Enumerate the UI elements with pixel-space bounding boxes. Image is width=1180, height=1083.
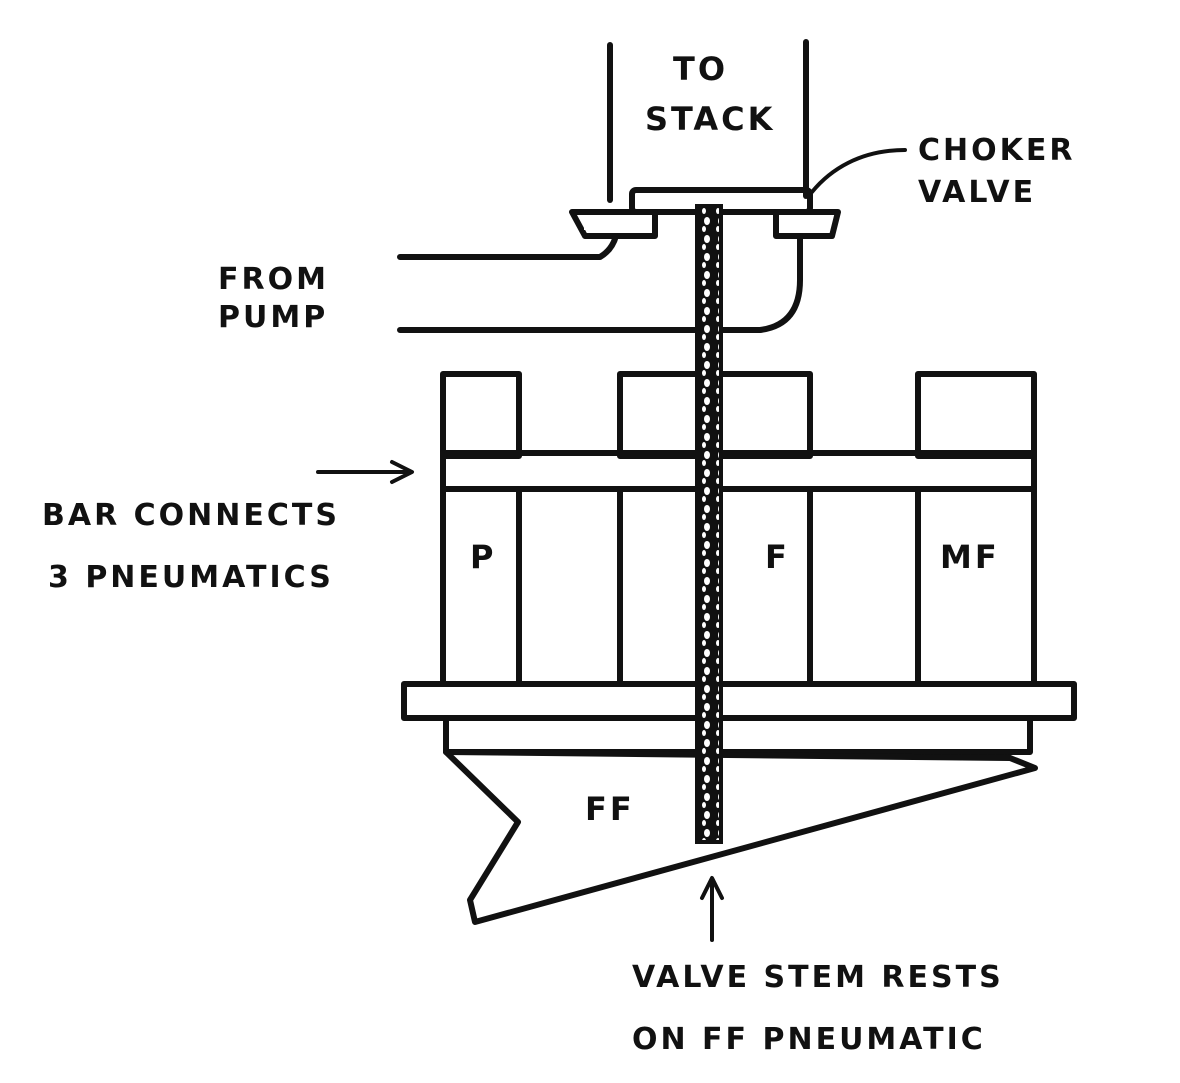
- choker-valve-label-2: VALVE: [918, 175, 1037, 210]
- pneumatic-bellows: [440, 486, 1037, 687]
- pneumatic-ff-label: FF: [585, 790, 635, 828]
- ff-pneumatic: [443, 715, 1038, 925]
- bar-pointer-arrow: [316, 460, 414, 484]
- stem-pointer-arrow: [700, 876, 724, 942]
- valve-stem-label: VALVE STEM RESTS: [632, 960, 1004, 995]
- to-stack-label: TO: [673, 50, 729, 88]
- valve-stem: [695, 204, 723, 844]
- choker-valve: [569, 148, 907, 239]
- pump-duct: [397, 233, 803, 333]
- pneumatic-mf-label: MF: [940, 538, 1000, 576]
- from-pump-label-2: PUMP: [218, 300, 329, 335]
- base-board: [401, 681, 1077, 721]
- stack-pipe: [607, 39, 809, 203]
- from-pump-label: FROM: [218, 262, 329, 297]
- pneumatic-caps: [440, 371, 1037, 459]
- pneumatic-p-label: P: [470, 538, 497, 576]
- to-stack-label-2: STACK: [645, 100, 776, 138]
- bar-connects-label: BAR CONNECTS: [42, 498, 340, 533]
- valve-stem-label-2: ON FF PNEUMATIC: [632, 1022, 986, 1057]
- bar-connects-label-2: 3 PNEUMATICS: [48, 560, 334, 595]
- pneumatic-f-label: F: [765, 538, 790, 576]
- choker-valve-label: CHOKER: [918, 133, 1076, 168]
